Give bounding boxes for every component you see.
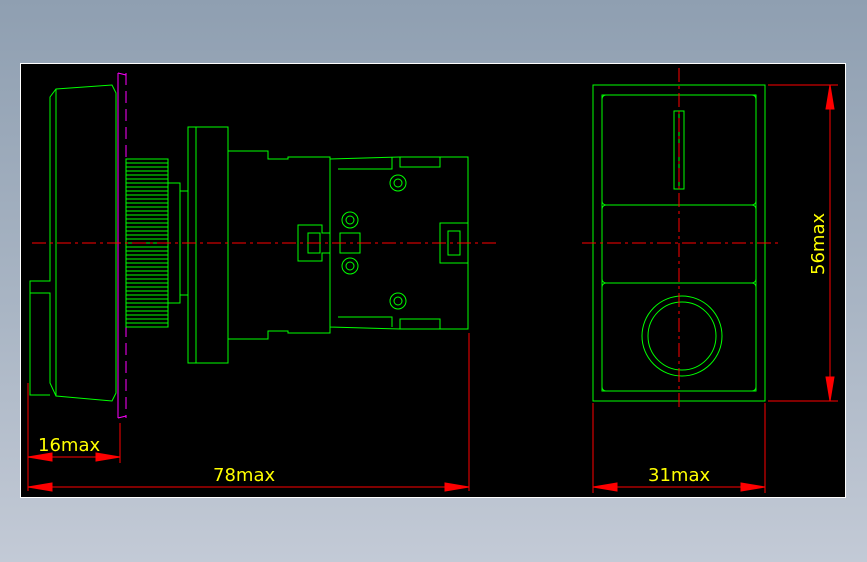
latch-right <box>439 222 469 264</box>
cad-viewport[interactable]: 16max 78max 31max 56max <box>20 63 846 498</box>
lower-section <box>601 282 757 392</box>
contact-block <box>329 156 469 330</box>
dimension-lines <box>27 84 838 493</box>
push-button-inner <box>647 301 717 371</box>
body-flange <box>187 126 229 364</box>
terminal-screw <box>341 211 359 229</box>
terminal-screw <box>341 257 359 275</box>
push-button-outer <box>641 295 723 377</box>
switch-body <box>227 150 331 340</box>
mounting-panel <box>117 72 127 419</box>
latch-left <box>297 224 331 262</box>
dimension-width: 31max <box>648 465 710 486</box>
dimension-total-length: 78max <box>213 465 275 486</box>
terminal-screw <box>389 174 407 192</box>
knurl-lines <box>126 162 168 324</box>
viewport-frame <box>20 63 846 498</box>
dimension-depth-front: 16max <box>38 435 100 456</box>
dimension-height: 56max <box>808 213 829 275</box>
button-head-inner <box>29 89 57 396</box>
button-head-outline <box>29 84 117 402</box>
centerlines <box>32 68 780 411</box>
terminal-screw <box>389 292 407 310</box>
side-view <box>29 72 469 419</box>
cad-drawing: 16max 78max 31max 56max <box>20 63 846 498</box>
